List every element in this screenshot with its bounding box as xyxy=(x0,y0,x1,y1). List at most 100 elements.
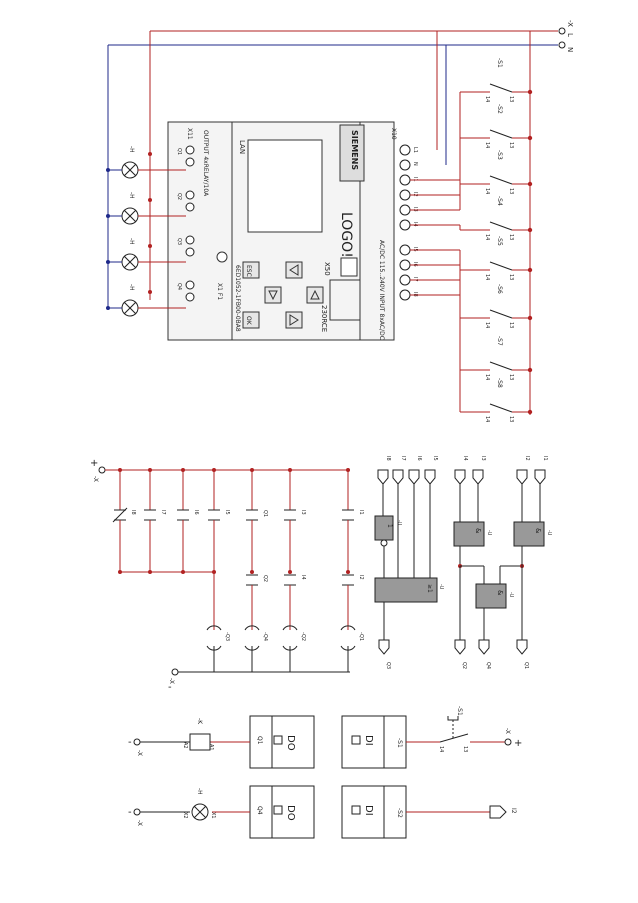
fbd-and-label: & xyxy=(474,528,482,534)
switch-terminal: 13 xyxy=(508,96,514,102)
plc-order: 6ED1052-1FB00-0BA8 xyxy=(234,265,241,332)
ladder-contact-label: I1 xyxy=(358,510,364,515)
lamp-cross xyxy=(123,301,137,315)
plc-input-terminal xyxy=(399,259,411,271)
switch-contact xyxy=(489,221,513,231)
switch-label: -S5 xyxy=(496,236,503,246)
plc-model: 230RCE xyxy=(320,305,328,332)
plc-output-terminal xyxy=(185,145,195,155)
lamp-cross xyxy=(123,163,137,177)
fbd-input-label: I5 xyxy=(432,456,438,461)
ladder-contact-label: Q2 xyxy=(262,575,268,582)
switch-label: -S2 xyxy=(496,104,503,114)
plc-display xyxy=(247,139,323,233)
fbd-output-connector-icon xyxy=(454,639,466,655)
plc-x1f1: X1 F1 xyxy=(216,283,223,300)
lamp-cross xyxy=(123,255,137,269)
ladder-contact-label: I3 xyxy=(300,510,306,515)
ladder-coil-icon xyxy=(340,625,356,631)
ladder-nc-mark xyxy=(112,507,128,523)
di-box-1 xyxy=(341,715,407,769)
ladder-contact-label: I8 xyxy=(130,510,136,515)
lamp-label: -H xyxy=(128,284,135,291)
ladder-contact-label: I6 xyxy=(193,510,199,515)
plc-input-label: I4 xyxy=(412,222,418,227)
plc-input-terminal xyxy=(399,244,411,256)
plc-input-label: I8 xyxy=(412,292,418,297)
di-s1: -S1 xyxy=(396,738,403,748)
io-x-plus: -X xyxy=(504,728,511,734)
plc-input-terminal xyxy=(399,219,411,231)
plc-output-spec: OUTPUT 4xRELAY/10A xyxy=(202,130,209,197)
fbd-input-connector-icon xyxy=(408,469,420,485)
ladder-x-bottom: -X xyxy=(168,678,175,684)
lamp-x2: X2 xyxy=(182,812,188,819)
ladder-plus: + xyxy=(90,458,98,469)
switch-label: -S4 xyxy=(496,196,503,206)
plc-input-label: N xyxy=(412,162,418,166)
fbd-input-label: I2 xyxy=(524,456,530,461)
fbd-block-label: -U xyxy=(486,530,492,536)
lamp-h: -H xyxy=(196,788,203,795)
plc-output-label: Q4 xyxy=(176,283,182,290)
plc-output-label: Q1 xyxy=(176,148,182,155)
do-label-2: DO xyxy=(285,805,296,821)
plc-input-label: I1 xyxy=(412,177,418,182)
ladder-coil-label: -Q1 xyxy=(358,632,364,641)
plc-input-terminal xyxy=(399,204,411,216)
fbd-or-block xyxy=(374,577,438,603)
lamp-node xyxy=(106,168,110,172)
plc-input-label: I6 xyxy=(412,262,418,267)
ladder-node xyxy=(250,570,254,574)
switch-terminal: 13 xyxy=(508,188,514,194)
plc-input-terminal xyxy=(399,174,411,186)
switch-terminal: 13 xyxy=(508,234,514,240)
fbd-output-label: Q4 xyxy=(485,662,491,669)
output-lamps: -H-H-H-H xyxy=(106,146,186,317)
switch-contact xyxy=(489,129,513,139)
relay-a1: A1 xyxy=(208,744,214,751)
ladder-coil-label: -Q3 xyxy=(224,632,230,641)
lamp-node xyxy=(148,244,152,248)
fbd-input-label: I4 xyxy=(462,456,468,461)
fbd-output-label: Q1 xyxy=(523,662,529,669)
ladder-x-top: -X xyxy=(92,476,99,482)
esc-label: ESC xyxy=(245,265,252,277)
s1-contact xyxy=(439,733,469,743)
switch-label: -S7 xyxy=(496,336,503,346)
ladder-contact-label: I7 xyxy=(160,510,166,515)
plc-input-terminal xyxy=(399,289,411,301)
label-x-supply: -X xyxy=(566,20,574,27)
fbd-input-label: I1 xyxy=(542,456,548,461)
lamp-node xyxy=(148,198,152,202)
do-q1: Q1 xyxy=(256,736,263,745)
fbd-input-connector-icon xyxy=(454,469,466,485)
arrow-right-key xyxy=(306,286,324,304)
switch-terminal: 13 xyxy=(508,142,514,148)
plc-module xyxy=(329,279,361,321)
lamp-label: -H xyxy=(128,192,135,199)
plc-output-terminal xyxy=(185,292,195,302)
switch-contact xyxy=(489,175,513,185)
plc-output-terminal xyxy=(185,202,195,212)
plc-input-terminal xyxy=(399,274,411,286)
switch-terminal: 13 xyxy=(508,322,514,328)
switch-terminal: 14 xyxy=(484,274,490,280)
switch-terminal: 14 xyxy=(484,142,490,148)
sw-t13: 13 xyxy=(462,746,468,752)
sw-s1-label: -S1 xyxy=(456,706,463,716)
io-plus: + xyxy=(514,738,522,749)
fbd-output-label: Q2 xyxy=(461,662,467,669)
plc-x50: X50 xyxy=(323,262,331,276)
ok-key xyxy=(242,311,260,329)
ladder-contact-label: I4 xyxy=(300,575,306,580)
plc-input-label: I2 xyxy=(412,192,418,197)
ladder-contact-label: Q1 xyxy=(262,510,268,517)
fbd-block-label: -U xyxy=(396,520,402,526)
fbd-not-block xyxy=(374,515,394,541)
